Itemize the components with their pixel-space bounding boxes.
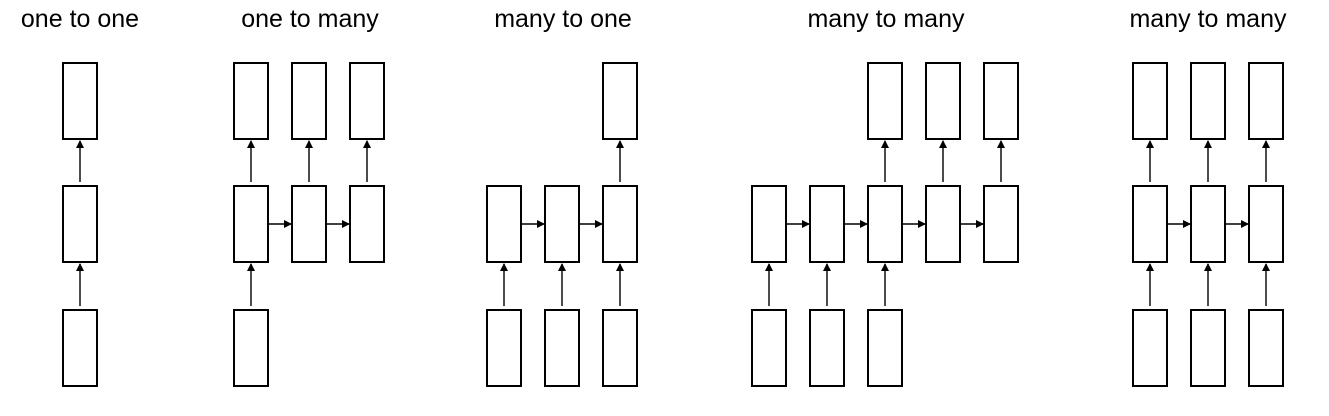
hidden-state-box [233,185,269,263]
hidden-state-box [349,185,385,263]
input-box [486,309,522,387]
hidden-state-box [62,185,98,263]
input-box [809,309,845,387]
hidden-state-box [1190,185,1226,263]
output-box [925,62,961,140]
panels-layer [62,62,1284,387]
output-box [291,62,327,140]
hidden-state-box [983,185,1019,263]
output-box [349,62,385,140]
panel-title-one-to-many: one to many [241,5,379,33]
panel-title-many-to-many-synced: many to many [1129,5,1287,33]
input-box [751,309,787,387]
output-box [62,62,98,140]
output-box [1190,62,1226,140]
output-box [983,62,1019,140]
hidden-state-box [544,185,580,263]
panel-title-many-to-many-delayed: many to many [807,5,965,33]
hidden-state-box [602,185,638,263]
input-box [1248,309,1284,387]
hidden-state-box [291,185,327,263]
output-box [867,62,903,140]
output-box [1132,62,1168,140]
panel-title-many-to-one: many to one [494,5,632,33]
input-box [62,309,98,387]
output-box [1248,62,1284,140]
input-box [233,309,269,387]
hidden-state-box [751,185,787,263]
input-box [602,309,638,387]
input-box [544,309,580,387]
hidden-state-box [809,185,845,263]
input-box [1190,309,1226,387]
input-box [1132,309,1168,387]
hidden-state-box [1248,185,1284,263]
hidden-state-box [867,185,903,263]
hidden-state-box [486,185,522,263]
hidden-state-box [1132,185,1168,263]
output-box [233,62,269,140]
output-box [602,62,638,140]
hidden-state-box [925,185,961,263]
input-box [867,309,903,387]
panel-title-one-to-one: one to one [21,5,139,33]
